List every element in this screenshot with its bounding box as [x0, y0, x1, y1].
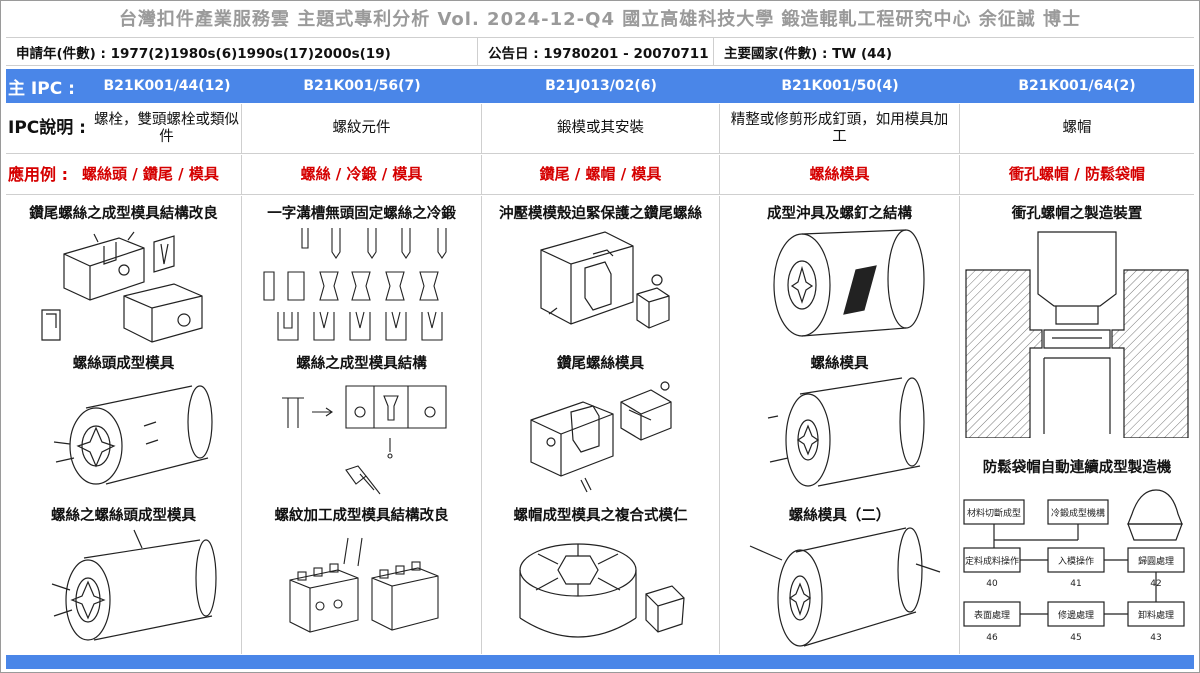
patent-drawing-nut-die-insert [482, 524, 719, 652]
flow-number: 43 [1150, 633, 1161, 643]
application-cell-1: 應用例 : 螺絲頭 / 鑽尾 / 模具 [6, 155, 242, 194]
patent-column-1: 鑽尾螺絲之成型模具結構改良 螺絲頭成型模具 [6, 196, 242, 654]
patent-title: 成型沖具及螺釘之結構 [767, 206, 912, 222]
patent-title: 螺絲模具（二） [788, 508, 891, 524]
application-4: 螺絲模具 [720, 155, 960, 194]
ipc-code-4: B21K001/50(4) [781, 78, 899, 94]
application-label: 應用例 : [8, 165, 68, 184]
ipc-description-cell-1: IPC說明 : 螺栓，雙頭螺栓或類似件 [6, 104, 242, 153]
patent-title: 螺絲之成型模具結構 [296, 356, 427, 372]
flow-box-cold-forge: 冷鍛成型機構 [1051, 507, 1105, 519]
patent-drawing-stamping-die-shell [482, 224, 719, 346]
patent-column-5: 衝孔螺帽之製造裝置 防鬆袋帽自動連續成型製造機 [960, 196, 1194, 654]
ipc-description-2: 螺紋元件 [242, 104, 482, 153]
ipc-header-bar: 主 IPC : B21K001/44(12) B21K001/56(7) B21… [6, 69, 1194, 103]
flow-number: 46 [986, 633, 998, 643]
patent-column-3: 沖壓模模殼迫緊保護之鑽尾螺絲 鑽尾螺絲模具 螺帽成型模具之複合式模仁 [482, 196, 720, 654]
flow-box-unload: 卸料處理 [1138, 609, 1174, 621]
application-3: 鑽尾 / 螺帽 / 模具 [482, 155, 720, 194]
flow-number: 42 [1150, 579, 1161, 589]
patent-title: 螺絲頭成型模具 [72, 356, 175, 372]
patent-title: 螺帽成型模具之複合式模仁 [513, 508, 688, 524]
ipc-description-label: IPC說明 : [8, 118, 86, 138]
ipc-description-row: IPC說明 : 螺栓，雙頭螺栓或類似件 螺紋元件 鍛模或其安裝 精整或修剪形成釘… [6, 104, 1194, 154]
main-country: 主要國家(件數) : TW (44) [724, 45, 893, 62]
patent-drawing-screw-head-die [6, 372, 241, 496]
ipc-label: 主 IPC : [8, 78, 75, 99]
flow-number: 45 [1070, 633, 1081, 643]
ipc-code-3: B21J013/02(6) [545, 78, 657, 94]
patent-title: 螺絲之螺絲頭成型模具 [51, 508, 196, 524]
page-title: 台灣扣件產業服務雲 主題式專利分析 Vol. 2024-12-Q4 國立高雄科技… [118, 9, 1082, 30]
patent-drawing-drill-screw-die-assembly [482, 372, 719, 496]
ipc-description-3: 鍛模或其安裝 [482, 104, 720, 153]
patent-flowchart-cap-nut-machine: 材料切斷成型 冷鍛成型機構 定料成料操作 入模操作 歸圓處理 表面處理 修邊處理… [960, 480, 1194, 652]
ipc-description-1: 螺栓，雙頭螺栓或類似件 [93, 111, 239, 145]
patent-drawing-screw-head-forming-die [6, 524, 241, 652]
flow-box-enter-die: 入模操作 [1058, 555, 1094, 567]
flow-number: 41 [1070, 579, 1081, 589]
patent-drawing-drill-screw-die [6, 224, 241, 346]
patent-drawing-pierce-nut-device [960, 224, 1194, 438]
flow-box-trim: 修邊處理 [1058, 609, 1094, 621]
application-5: 衝孔螺帽 / 防鬆袋帽 [1009, 165, 1145, 183]
application-years: 申請年(件數) : 1977(2)1980s(6)1990s(17)2000s(… [6, 38, 478, 65]
flow-box-surface: 表面處理 [974, 609, 1010, 621]
flow-box-round: 歸圓處理 [1138, 555, 1174, 567]
patent-figures-area: 鑽尾螺絲之成型模具結構改良 螺絲頭成型模具 [6, 196, 1194, 654]
patent-title: 鑽尾螺絲模具 [557, 356, 644, 372]
ipc-description-5: 螺帽 [1062, 120, 1092, 136]
patent-drawing-screw-die-two [720, 524, 959, 652]
patent-drawing-slotted-set-screw-steps [242, 224, 481, 346]
flow-box-feed: 定料成料操作 [965, 555, 1019, 567]
patent-column-4: 成型沖具及螺釘之結構 螺絲模具 螺絲模具（二） [720, 196, 960, 654]
patent-title: 螺紋加工成型模具結構改良 [274, 508, 449, 524]
patent-title: 鑽尾螺絲之成型模具結構改良 [29, 206, 218, 222]
footer-bar [6, 655, 1194, 669]
patent-title: 防鬆袋帽自動連續成型製造機 [982, 460, 1172, 476]
ipc-description-4-text: 精整或修剪形成釘頭，如用模具加工 [730, 111, 949, 145]
info-row: 申請年(件數) : 1977(2)1980s(6)1990s(17)2000s(… [6, 37, 1194, 66]
ipc-code-5: B21K001/64(2) [1018, 78, 1136, 94]
patent-title: 沖壓模模殼迫緊保護之鑽尾螺絲 [499, 206, 702, 222]
patent-drawing-screw-die-cylinder [720, 372, 959, 496]
patent-drawing-forming-punch [720, 224, 959, 346]
flow-box-cut: 材料切斷成型 [967, 507, 1021, 519]
announce-date: 公告日 : 19780201 - 20070711 [478, 38, 714, 65]
application-row: 應用例 : 螺絲頭 / 鑽尾 / 模具 螺絲 / 冷鍛 / 模具 鑽尾 / 螺帽… [6, 155, 1194, 195]
application-1: 螺絲頭 / 鑽尾 / 模具 [81, 165, 219, 183]
flow-number: 40 [986, 579, 998, 589]
patent-drawing-thread-forming-die [242, 524, 481, 652]
patent-title: 衝孔螺帽之製造裝置 [1011, 206, 1143, 222]
patent-drawing-screw-die-structure [242, 372, 481, 496]
application-2: 螺絲 / 冷鍛 / 模具 [242, 155, 482, 194]
ipc-code-2: B21K001/56(7) [303, 78, 421, 94]
patent-title: 一字溝槽無頭固定螺絲之冷鍛 [267, 206, 456, 222]
ipc-code-1: B21K001/44(12) [103, 78, 231, 94]
ipc-description-4: 精整或修剪形成釘頭，如用模具加工 [720, 104, 960, 153]
patent-column-2: 一字溝槽無頭固定螺絲之冷鍛 [242, 196, 482, 654]
patent-title: 螺絲模具 [810, 356, 869, 372]
